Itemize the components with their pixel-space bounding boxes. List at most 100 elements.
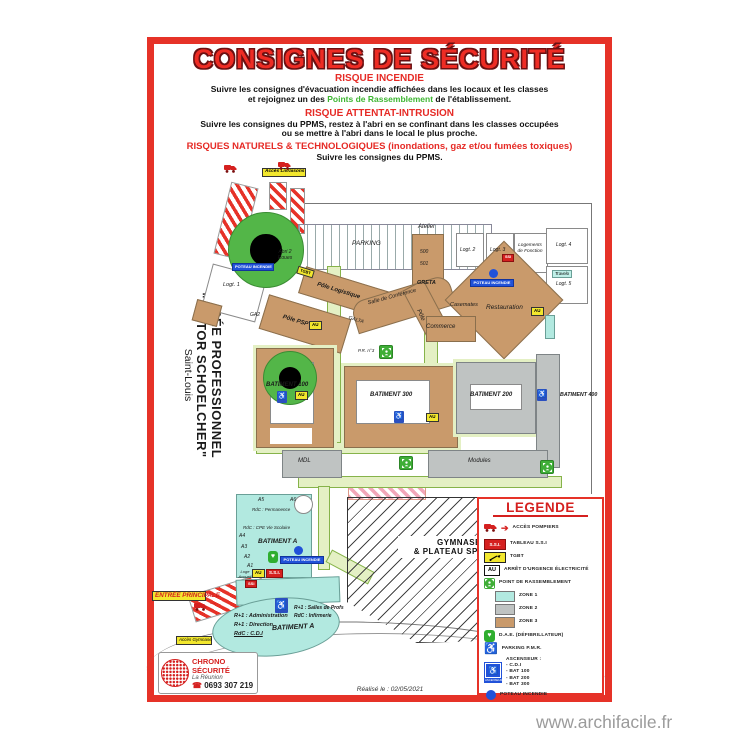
rdc-permanence-label: RdC : Permanence [252,507,291,512]
room-a5-label: A5 [258,497,265,503]
room-a4-label: A4 [239,533,246,539]
travelo-label: Travelo [552,270,573,279]
naturels-line1: Suivre les consignes du PPMS. [316,152,443,162]
ssi-badge: SSI [502,254,515,262]
commerce-label: Commerce [426,324,456,330]
batiment-300-courtyard [356,380,430,424]
green-path-5 [318,486,330,570]
logt4-label: Logt. 4 [556,242,572,248]
school-name-line3: Saint-Louis [182,348,194,402]
casemates-label: Casemates [450,302,478,308]
restauration-label: Restauration [486,304,523,311]
legend-item-zone3: ZONE 3 [484,617,599,628]
phone-icon: ☎ [192,680,205,690]
zone1-swatch [495,591,515,602]
zone3-swatch [495,617,515,628]
acces-livraisons-label: Accès Livraisons [262,168,306,177]
legend-label: D.A.E. (DÉFIBRILLATEUR) [499,632,564,638]
loge-accueil-label: Loge Accueil [238,569,252,579]
building-commerce [426,316,476,342]
logements-fonction-label: Logements de Fonction [517,243,543,254]
batiment-200-courtyard [470,384,522,410]
au-badge: AU [309,321,322,330]
room-a3-label: A3 [241,544,248,550]
ascenseur-icon: ♿ ASCENSEUR [484,662,502,684]
risque-incendie-title: RISQUE INCENDIE [335,73,424,84]
legend-item-point-rassemblement: POINT DE RASSEMBLEMENT [484,578,599,589]
building-mdl [282,450,342,478]
chrono-subtitle: La Réunion [192,674,223,681]
legend-label: POINT DE RASSEMBLEMENT [499,580,572,586]
legend-label: PARKING P.M.R. [501,646,542,652]
chrono-phone: ☎ 0693 307 219 [192,680,254,690]
batiment-a-label: BATIMENT A [258,538,298,545]
au-badge: AU [252,569,265,578]
legend-label: TGBT [510,554,524,560]
ascenseur-line: - BAT 300 [506,681,530,687]
gymnase-label-line2: & PLATEAU SPORTIF [413,547,505,556]
ascenseur-lines: ASCENSEUR : - C.D.I - BAT 100 - BAT 200 … [506,657,541,688]
incendie-line2-post: de l'établissement. [433,94,512,104]
incendie-line1: Suivre les consignes d'évacuation incend… [210,84,549,94]
poteau-incendie-icon [294,546,303,555]
ascenseur-line: - BAT 100 [506,669,530,675]
cdi-label: RdC : C.D.I [234,631,263,637]
direction-label: R+1 : Direction [234,622,273,628]
au-badge: AU [295,391,308,400]
entree-principale-label: ENTRÉE PRINCIPALE [152,591,220,602]
legend-label: TABLEAU S.S.I [510,541,547,547]
page-title: CONSIGNES DE SÉCURITÉ [193,44,566,74]
ascenseur-title: ASCENSEUR : [506,657,542,662]
road-curve-inner [158,633,598,738]
au-badge: AU [426,413,439,422]
au-badge: AU [531,307,544,316]
atelier-label: Atelier [418,224,436,230]
batiment-100-label: BATIMENT 100 [266,382,309,388]
acces-pompiers-icon [194,598,207,616]
legend-label: POTEAU INCENDIE [500,692,548,698]
ssi-icon: S.S.I. [484,539,506,550]
ssi-badge: S.S.I. [266,569,284,578]
room-a2-label: A2 [244,554,251,560]
infirmerie-label: RdC : Infirmerie [294,613,332,619]
chrono-securite-box: CHRONO SÉCURITÉ La Réunion ☎ 0693 307 21… [158,652,258,694]
legend-panel: LEGENDE ➔ ACCÈS POMPIERS S.S.I. TABLEAU … [477,497,604,701]
legend-label: ZONE 2 [519,606,538,612]
legend-label: ARRÊT D'URGENCE ÉLECTRICITÉ [504,567,589,573]
room-a1-label: A1 [247,563,254,569]
building-batiment-400 [536,354,560,468]
acces-pompiers-icon [224,160,237,178]
chrono-globe-icon [161,659,189,687]
arret-urgence-icon: AU [484,565,500,576]
legend-label: ZONE 3 [519,619,538,625]
tree-icon [228,212,304,288]
greta-label: GRETA [417,280,436,286]
legend-item-dae: ♥ D.A.E. (DÉFIBRILLATEUR) [484,630,599,642]
modules-label: Modules [468,458,491,464]
legend-item-zone1: ZONE 1 [484,591,599,602]
chrono-name: CHRONO SÉCURITÉ [192,656,230,675]
legend-item-tableau-ssi: S.S.I. TABLEAU S.S.I [484,539,599,550]
dae-icon: ♥ [268,551,278,563]
poteau-incendie-label: POTEAU INCENDIE [470,279,514,287]
point-rassemblement-icon [540,460,554,474]
logt5-label: Logt. 5 [556,281,572,287]
date-line: Réalisé le : 02/05/2021 [356,686,424,693]
room-a6-label: A6 [290,497,297,503]
incendie-line2: et rejoignez un des Points de Rassemblem… [154,94,605,104]
legend-item-arret-urgence: AU ARRÊT D'URGENCE ÉLECTRICITÉ [484,565,599,576]
zone2-swatch [495,604,515,615]
site-boundary-north [300,203,592,204]
ascenseur-icon: ♿ [275,598,288,613]
mdl-label: MDL [298,458,311,464]
direction-arrow-icon: → [208,597,217,607]
risque-attentat-title: RISQUE ATTENTAT-INTRUSION [304,108,455,119]
poteau-incendie-icon [486,690,496,701]
legend-title: LEGENDE [493,500,588,517]
fire-truck-icon [484,519,497,537]
incendie-line2-pre: et rejoignez un des [247,94,328,104]
point-rassemblement-icon [379,345,393,359]
ascenseur-line: - C.D.I [506,663,522,669]
ascenseur-line: - BAT 200 [506,675,530,681]
